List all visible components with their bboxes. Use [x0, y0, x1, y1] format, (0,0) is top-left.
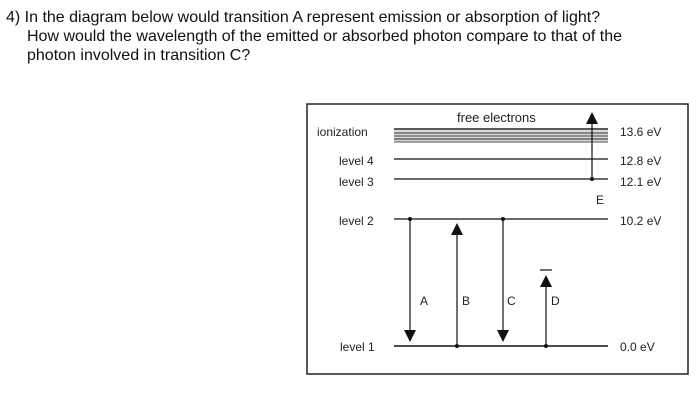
energy-level-3: 12.1 eV: [620, 175, 661, 189]
transition-c: C: [497, 217, 516, 342]
transition-a: A: [404, 217, 428, 342]
level-name-3: level 3: [339, 175, 374, 189]
transition-b: B: [451, 223, 470, 348]
free-electrons-label: free electrons: [457, 110, 536, 125]
level-name-ionization: ionization: [317, 125, 368, 139]
energy-level-2: 10.2 eV: [620, 214, 661, 228]
level-name-4: level 4: [339, 154, 374, 168]
transition-b-label: B: [462, 294, 470, 308]
question-line-3: photon involved in transition C?: [27, 47, 251, 64]
question-line-1: 4) In the diagram below would transition…: [6, 9, 601, 26]
transition-d: D: [540, 269, 560, 348]
ionization-band: [394, 128, 608, 143]
energy-ionization: 13.6 eV: [620, 125, 661, 139]
transition-a-label: A: [420, 294, 428, 308]
level-name-1: level 1: [340, 340, 375, 354]
energy-level-4: 12.8 eV: [620, 154, 661, 168]
transition-d-label: D: [551, 294, 560, 308]
question-line-2: How would the wavelength of the emitted …: [27, 28, 623, 45]
level-name-2: level 2: [339, 214, 374, 228]
question-text: 4) In the diagram below would transition…: [6, 8, 694, 65]
transition-c-label: C: [507, 294, 516, 308]
transition-e-label: E: [596, 193, 604, 207]
diagram-frame: [306, 103, 689, 375]
energy-level-1: 0.0 eV: [620, 340, 655, 354]
transition-e: E: [586, 112, 604, 207]
